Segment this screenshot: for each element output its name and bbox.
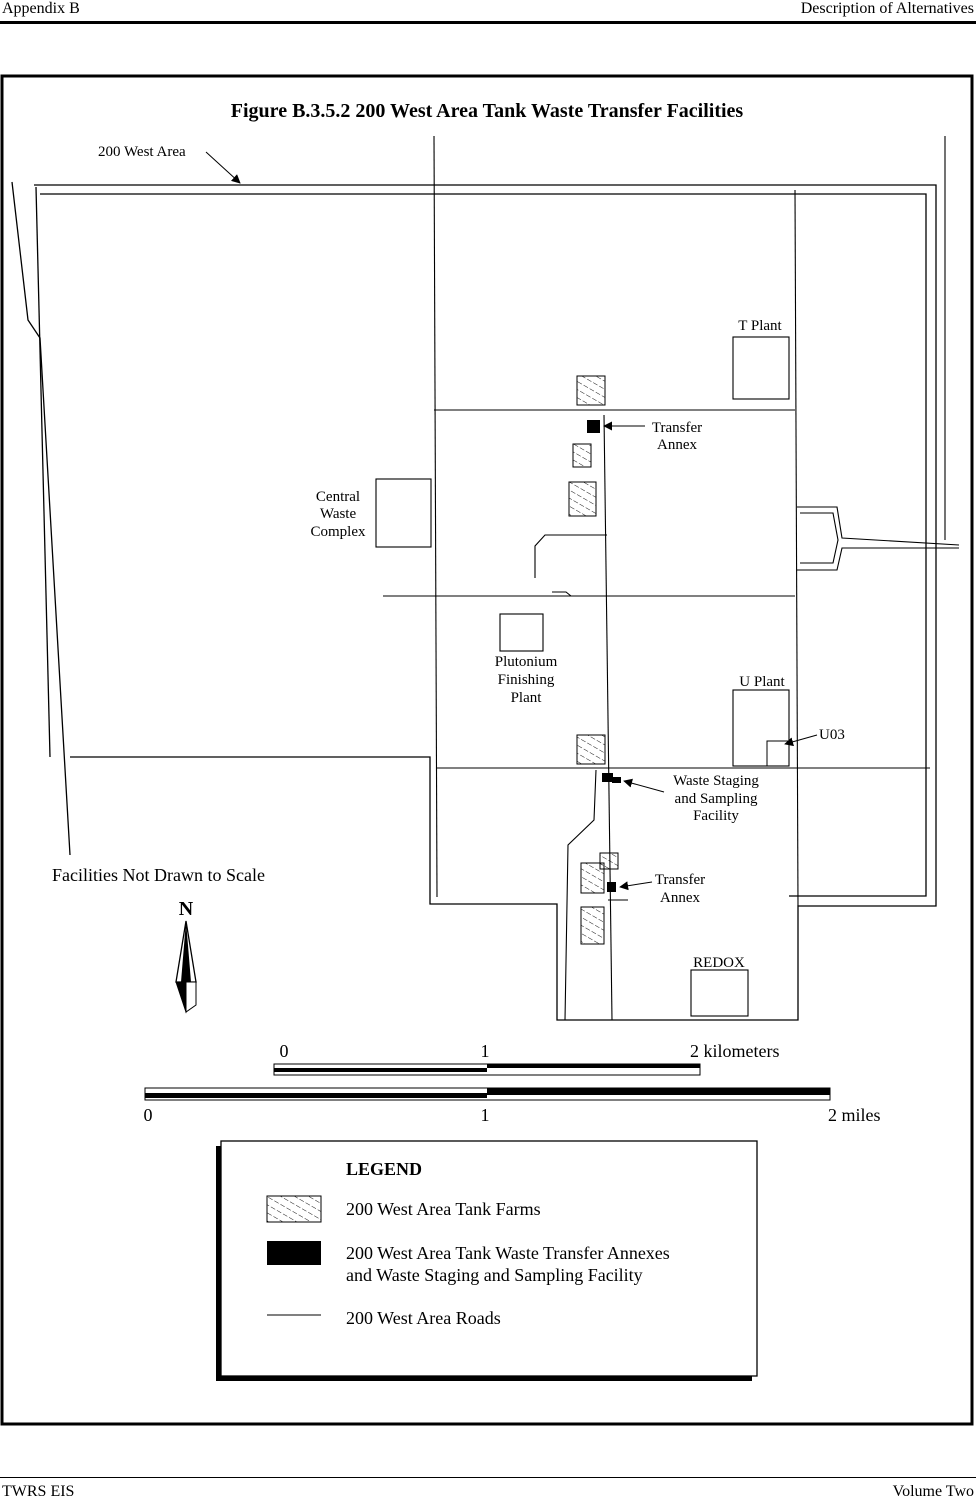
tank-farm <box>576 734 606 765</box>
footer-rule <box>0 1477 976 1478</box>
transfer-annex-south-label-1: Transfer <box>655 872 705 888</box>
mile-scale-bar: 0 1 2 miles <box>144 1087 881 1125</box>
header-right: Description of Alternatives <box>800 0 974 17</box>
mile-tick-1: 1 <box>481 1105 490 1125</box>
figure-title: Figure B.3.5.2 200 West Area Tank Waste … <box>231 100 744 122</box>
u03-label: U03 <box>819 727 845 743</box>
waste-staging-facility-wing <box>612 777 621 783</box>
roads <box>383 135 960 1021</box>
mile-tick-2: 2 miles <box>828 1105 881 1125</box>
central-waste-complex-outline <box>375 478 432 548</box>
legend-title: LEGEND <box>346 1159 422 1179</box>
pfp-label-2: Finishing <box>498 672 555 688</box>
transfer-annex-south-label-2: Annex <box>660 890 700 906</box>
waste-staging-label-2: and Sampling <box>675 791 758 807</box>
tank-farm <box>576 375 606 406</box>
legend-tank-farm-swatch <box>266 1195 322 1223</box>
pfp-label-3: Plant <box>511 690 543 706</box>
redox-outline <box>690 969 749 1017</box>
km-tick-0: 0 <box>280 1041 289 1061</box>
transfer-annex-south <box>607 882 616 892</box>
legend-annex-swatch <box>267 1241 321 1265</box>
tank-farm <box>580 862 605 894</box>
t-plant-outline <box>732 336 790 400</box>
central-waste-complex-label-3: Complex <box>311 524 366 540</box>
km-tick-1: 1 <box>481 1041 490 1061</box>
central-waste-complex-label-2: Waste <box>320 506 357 522</box>
north-arrow-icon: N <box>175 898 197 1014</box>
scale-note: Facilities Not Drawn to Scale <box>52 865 265 885</box>
area-label: 200 West Area <box>98 144 186 160</box>
legend: LEGEND 200 West Area Tank Farms 200 West… <box>216 1140 758 1381</box>
tank-farm <box>572 443 592 468</box>
header-left: Appendix B <box>2 0 80 17</box>
pfp-label-1: Plutonium <box>495 654 558 670</box>
waste-staging-arrow <box>623 778 665 793</box>
u03-arrow <box>784 734 818 747</box>
transfer-annex-north-label-2: Annex <box>657 437 697 453</box>
footer-right: Volume Two <box>892 1483 974 1500</box>
tank-farm <box>580 906 605 945</box>
tank-farms <box>568 375 619 945</box>
plutonium-finishing-plant-outline <box>499 613 544 652</box>
t-plant-label: T Plant <box>738 318 782 334</box>
transfer-annex-south-arrow <box>619 881 653 891</box>
tank-farm <box>568 481 597 517</box>
legend-item-3: 200 West Area Roads <box>346 1308 501 1328</box>
waste-staging-label-1: Waste Staging <box>673 773 759 789</box>
u-plant-outline <box>732 689 790 767</box>
central-waste-complex-label-1: Central <box>316 489 360 505</box>
km-tick-2: 2 kilometers <box>690 1041 779 1061</box>
legend-item-2-line-2: and Waste Staging and Sampling Facility <box>346 1265 643 1285</box>
area-label-arrow <box>205 151 241 184</box>
waste-staging-label-3: Facility <box>693 808 739 824</box>
mile-tick-0: 0 <box>144 1105 153 1125</box>
legend-item-1: 200 West Area Tank Farms <box>346 1199 541 1219</box>
legend-item-2-line-1: 200 West Area Tank Waste Transfer Annexe… <box>346 1243 670 1263</box>
km-scale-bar: 0 1 2 kilometers <box>273 1041 779 1076</box>
redox-label: REDOX <box>693 955 745 971</box>
u03-outline <box>766 740 790 767</box>
u-plant-label: U Plant <box>739 674 785 690</box>
waste-staging-facility <box>602 773 613 782</box>
transfer-annex-north <box>587 420 600 433</box>
transfer-annex-north-label-1: Transfer <box>652 420 702 436</box>
area-boundary <box>11 181 937 1021</box>
header-rule <box>0 21 976 24</box>
figure-frame <box>0 74 974 1426</box>
north-letter: N <box>179 898 194 920</box>
footer-left: TWRS EIS <box>2 1483 75 1500</box>
